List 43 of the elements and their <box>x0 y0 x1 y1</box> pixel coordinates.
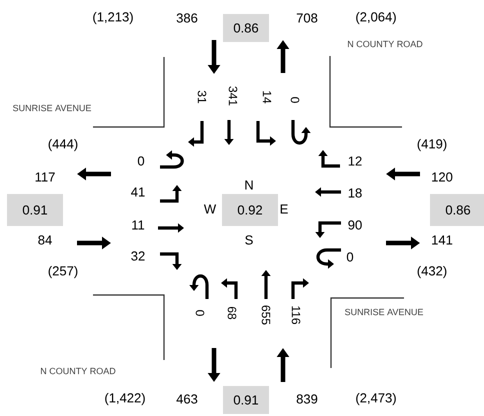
volume-label: 655 <box>262 306 270 324</box>
value-box: 0.92 <box>222 194 278 226</box>
volume-label: 463 <box>176 394 198 404</box>
volume-label: (257) <box>48 266 78 278</box>
street-name: SUNRISE AVENUE <box>12 104 92 112</box>
volume-label: 341 <box>228 86 238 106</box>
volume-label: 386 <box>176 13 198 23</box>
volume-label: 31 <box>198 90 206 104</box>
value-box: 0.91 <box>223 386 269 414</box>
volume-label: 708 <box>296 13 318 23</box>
volume-label: (444) <box>48 138 78 152</box>
volume-label: (419) <box>418 138 446 152</box>
volume-label: 11 <box>132 220 144 230</box>
compass-label: N <box>245 180 253 190</box>
volume-label: (2,064) <box>356 12 396 24</box>
volume-label: 0 <box>290 97 300 103</box>
volume-label: (1,213) <box>93 12 133 24</box>
street-name: N COUNTY ROAD <box>348 40 422 48</box>
volume-label: 68 <box>228 306 236 320</box>
volume-label: 120 <box>432 172 452 182</box>
volume-label: 90 <box>348 220 362 230</box>
value-box: 0.86 <box>430 194 484 226</box>
volume-label: 0 <box>196 310 204 316</box>
volume-label: 41 <box>131 188 145 196</box>
street-name: SUNRISE AVENUE <box>344 308 424 316</box>
value-box: 0.86 <box>223 14 269 42</box>
volume-label: 116 <box>292 306 300 324</box>
volume-label: 0 <box>346 252 354 262</box>
volume-label: 839 <box>296 394 318 404</box>
volume-label: 117 <box>36 172 55 182</box>
volume-label: (432) <box>418 266 446 278</box>
volume-label: 0 <box>138 156 144 166</box>
compass-label: S <box>245 235 253 245</box>
volume-label: 12 <box>348 156 362 166</box>
volume-label: 14 <box>262 91 272 104</box>
volume-label: 32 <box>131 251 145 261</box>
compass-label: W <box>204 204 216 214</box>
value-box: 0.91 <box>7 194 63 226</box>
volume-label: (2,473) <box>356 392 396 406</box>
street-name: N COUNTY ROAD <box>41 368 116 374</box>
compass-label: E <box>280 204 288 214</box>
volume-label: 18 <box>348 188 362 198</box>
volume-label: (1,422) <box>105 392 145 406</box>
